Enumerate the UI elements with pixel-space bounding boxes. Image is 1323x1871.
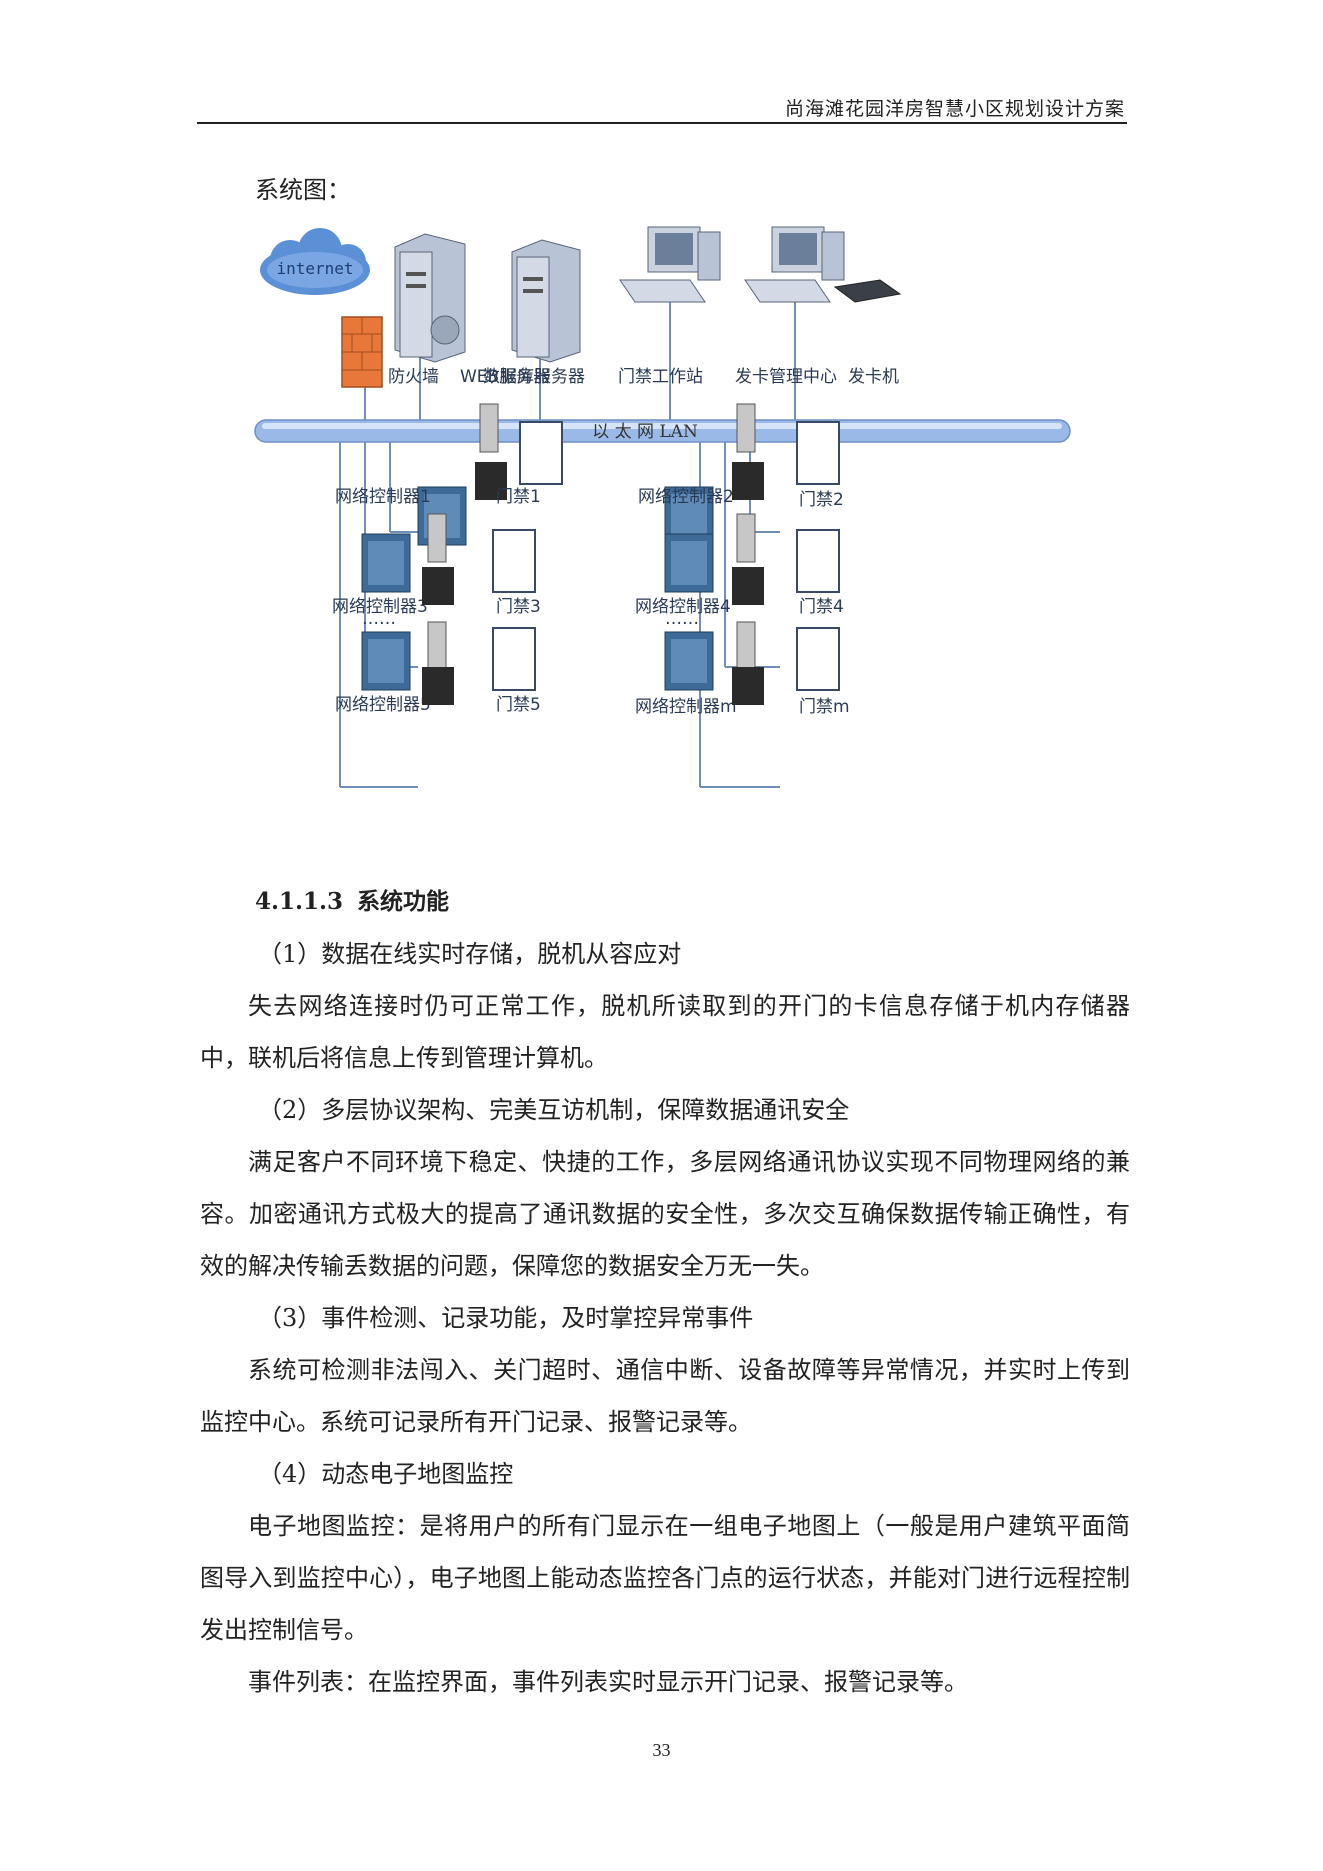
card-machine-icon <box>833 279 902 303</box>
paragraph: 系统可检测非法闯入、关门超时、通信中断、设备故障等异常情况，并实时上传到监控中心… <box>200 1356 1130 1436</box>
section-title: 4.1.1.3 系统功能 <box>255 882 449 916</box>
workstation-icon <box>619 226 721 303</box>
controller-m <box>664 621 840 705</box>
controller-label-1: 网络控制器1 <box>335 487 431 507</box>
web-server-label: WEB服务器 <box>460 367 550 387</box>
controller-3 <box>361 513 536 605</box>
paragraph: （3）事件检测、记录功能，及时掌控异常事件 <box>258 1304 754 1332</box>
door-label-5: 门禁5 <box>496 695 541 715</box>
paragraph: （2）多层协议架构、完美互访机制，保障数据通讯安全 <box>258 1096 850 1124</box>
internet-cloud-icon <box>260 228 370 295</box>
lan-label: 以 太 网 LAN <box>592 422 698 442</box>
paragraph: （4）动态电子地图监控 <box>258 1460 514 1488</box>
ellipsis-right: …… <box>665 609 699 629</box>
database-server-icon <box>511 239 581 363</box>
internet-label: internet <box>276 259 353 278</box>
card-center-icon <box>744 226 845 303</box>
ellipsis-left: …… <box>362 609 396 629</box>
controller-5 <box>361 621 536 705</box>
diagram-caption: 系统图： <box>255 176 351 204</box>
lan-bus <box>254 419 1071 443</box>
paragraph: 失去网络连接时仍可正常工作，脱机所读取到的开门的卡信息存储于机内存储器中，联机后… <box>200 992 1130 1072</box>
page-header: 尚海滩花园洋房智慧小区规划设计方案 <box>197 94 1127 124</box>
body-text: （1）数据在线实时存储，脱机从容应对 失去网络连接时仍可正常工作，脱机所读取到的… <box>200 928 1130 1708</box>
card-machine-label: 发卡机 <box>848 367 899 387</box>
controller-label-m: 网络控制器m <box>635 697 737 717</box>
door-label-4: 门禁4 <box>799 597 844 617</box>
door-label-m: 门禁m <box>799 697 850 717</box>
workstation-label: 门禁工作站 <box>618 367 703 387</box>
card-center-label: 发卡管理中心 <box>735 367 837 387</box>
door-label-3: 门禁3 <box>496 597 541 617</box>
door-label-2: 门禁2 <box>799 490 844 510</box>
section-title-text: 系统功能 <box>357 888 450 915</box>
firewall-icon <box>341 316 383 388</box>
controller-label-2: 网络控制器2 <box>638 487 734 507</box>
controller-1 <box>417 403 563 546</box>
paragraph: 电子地图监控：是将用户的所有门显示在一组电子地图上（一般是用户建筑平面简图导入到… <box>200 1512 1130 1644</box>
controller-4 <box>664 513 840 605</box>
paragraph: 满足客户不同环境下稳定、快捷的工作，多层网络通讯协议实现不同物理网络的兼容。加密… <box>200 1148 1130 1280</box>
controller-label-5: 网络控制器5 <box>335 695 431 715</box>
system-diagram-svg: 以 太 网 LAN internet 防火墙 <box>254 226 1071 788</box>
firewall-label: 防火墙 <box>388 367 439 387</box>
controller-label-3: 网络控制器3 <box>332 597 428 617</box>
door-label-1: 门禁1 <box>496 487 541 507</box>
header-title: 尚海滩花园洋房智慧小区规划设计方案 <box>784 98 1125 120</box>
web-server-icon <box>394 233 466 363</box>
controller-2 <box>664 403 840 546</box>
paragraph: （1）数据在线实时存储，脱机从容应对 <box>258 940 682 968</box>
page-number: 33 <box>652 1740 671 1760</box>
controller-label-4: 网络控制器4 <box>635 597 731 617</box>
section-number: 4.1.1.3 <box>255 888 344 915</box>
database-server-label: 数据库服务器 <box>483 367 585 387</box>
system-diagram: 以 太 网 LAN internet 防火墙 <box>250 222 1100 862</box>
paragraph: 事件列表：在监控界面，事件列表实时显示开门记录、报警记录等。 <box>248 1668 968 1696</box>
